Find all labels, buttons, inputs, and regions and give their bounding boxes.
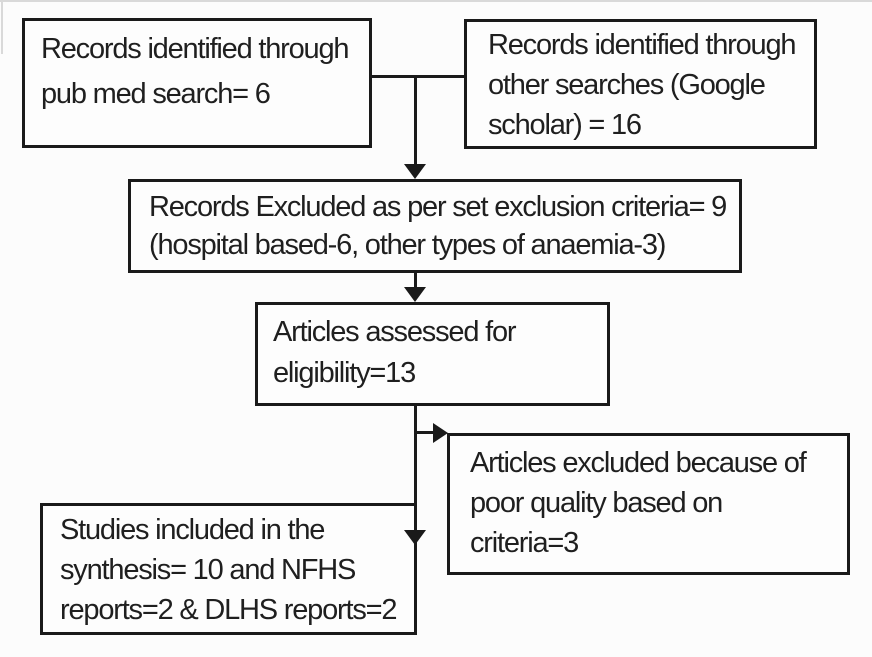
connector-vertical-to-included bbox=[414, 404, 417, 532]
arrowhead-down-into-excluded-icon bbox=[404, 164, 426, 179]
connector-merge-horizontal bbox=[370, 75, 466, 78]
flow-box-records-excluded: Records Excluded as per set exclusion cr… bbox=[128, 179, 742, 273]
flow-box-studies-included: Studies included in the synthesis= 10 an… bbox=[40, 503, 417, 635]
flow-box-records-other-searches: Records identified through other searche… bbox=[464, 19, 817, 149]
flow-box-articles-excluded-quality: Articles excluded because of poor qualit… bbox=[447, 433, 850, 575]
scan-edge-artifact-top bbox=[0, 0, 872, 2]
connector-vertical-to-assessed bbox=[414, 271, 417, 289]
arrowhead-down-into-included-icon bbox=[404, 530, 426, 545]
arrowhead-down-into-assessed-icon bbox=[404, 287, 426, 302]
connector-vertical-to-excluded bbox=[414, 75, 417, 167]
arrowhead-right-into-excluded-quality-icon bbox=[433, 423, 448, 443]
scan-edge-artifact-left bbox=[1, 0, 3, 54]
flow-box-articles-assessed: Articles assessed for eligibility=13 bbox=[255, 302, 610, 406]
connector-branch-horizontal bbox=[414, 431, 435, 434]
flow-box-records-pubmed: Records identified through pub med searc… bbox=[22, 18, 372, 148]
